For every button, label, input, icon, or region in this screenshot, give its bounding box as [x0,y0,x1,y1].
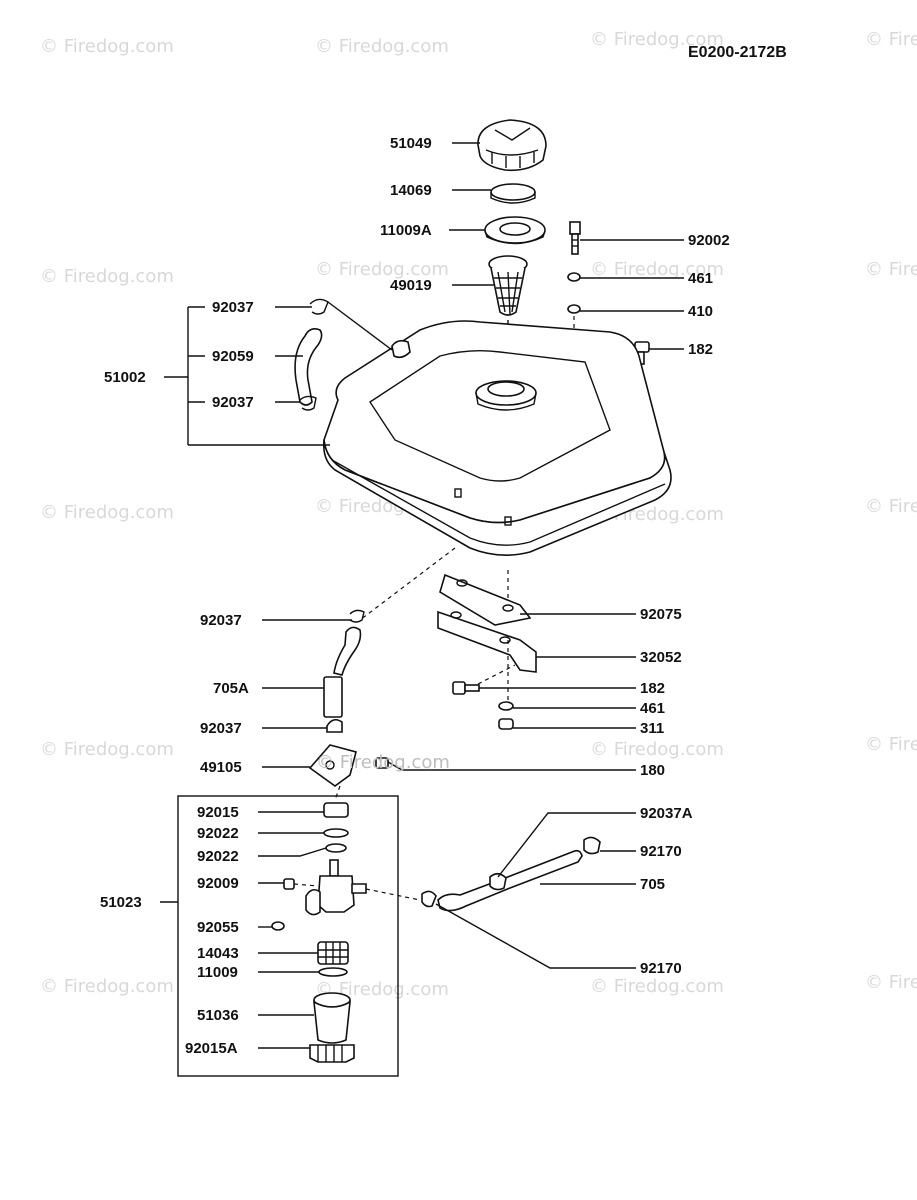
part-label-51023: 51023 [100,894,142,911]
part-label-14069: 14069 [390,182,432,199]
washer-461-drawing [567,272,581,282]
watermark: © Firedog.com [40,976,174,997]
watermark: © Firedog.com [865,259,917,280]
part-label-51049: 51049 [390,135,432,152]
washer-410-drawing [567,304,581,314]
part-label-705: 705 [640,876,665,893]
part-label-92055: 92055 [197,919,239,936]
watermark: © Firedog.com [590,259,724,280]
part-label-182: 182 [688,341,713,358]
part-label-14043: 14043 [197,945,239,962]
watermark: © Firedog.com [40,36,174,57]
part-label-11009: 11009 [197,964,238,981]
mount-bracket-drawing [437,573,537,673]
watermark: © Firedog.com [865,29,917,50]
part-label-182: 182 [640,680,665,697]
part-label-92015A: 92015A [185,1040,238,1057]
watermark-layer: © Firedog.com © Firedog.com © Firedog.co… [40,29,917,1000]
part-label-705A: 705A [213,680,249,697]
part-label-51036: 51036 [197,1007,239,1024]
fuel-cock-assembly-box [177,795,399,1077]
strainer-drawing [488,255,528,316]
bracket-plate-49105-drawing [308,744,403,787]
part-label-51002: 51002 [104,369,146,386]
fuel-tank-drawing [322,320,672,556]
watermark: © Firedog.com [865,496,917,517]
watermark: © Firedog.com [40,502,174,523]
bolt-nut-set-drawing [452,681,514,730]
watermark: © Firedog.com [40,266,174,287]
part-label-92037: 92037 [200,612,242,629]
part-label-92009: 92009 [197,875,239,892]
watermark: © Firedog.com [316,752,450,773]
watermark: © Firedog.com [590,976,724,997]
part-label-410: 410 [688,303,713,320]
part-label-92037: 92037 [200,720,242,737]
watermark: © Firedog.com [315,979,449,1000]
leader-lines [160,142,684,1049]
part-label-180: 180 [640,762,665,779]
part-label-92059: 92059 [212,348,254,365]
part-label-311: 311 [640,720,664,737]
part-label-92170: 92170 [640,960,682,977]
part-label-92002: 92002 [688,232,730,249]
vent-hose-drawing [294,298,329,411]
diagram-code: E0200-2172B [688,44,787,61]
filter-disc-drawing [490,183,536,204]
part-label-92037A: 92037A [640,805,693,822]
watermark: © Firedog.com [40,739,174,760]
part-label-92075: 92075 [640,606,682,623]
watermark: © Firedog.com [315,36,449,57]
part-label-461: 461 [688,270,713,287]
part-labels: 51049 14069 11009A 49019 92002 461 410 1… [100,135,730,1057]
watermark: © Firedog.com [590,739,724,760]
part-label-49105: 49105 [200,759,242,776]
part-label-92022: 92022 [197,848,239,865]
stud-bolt-drawing [569,221,581,255]
part-label-49019: 49019 [390,277,432,294]
watermark: © Firedog.com [315,259,449,280]
watermark: © Firedog.com [865,972,917,993]
fuel-hose-705-drawing [421,836,601,912]
fuel-cap-drawing [477,119,547,172]
fuel-cock-parts-drawing [271,802,367,1063]
part-label-461: 461 [640,700,665,717]
part-label-92022: 92022 [197,825,239,842]
part-label-92037: 92037 [212,394,254,411]
part-label-11009A: 11009A [380,222,432,239]
part-label-92015: 92015 [197,804,239,821]
part-label-92170: 92170 [640,843,682,860]
fuel-hose-705A-drawing [323,609,365,733]
watermark: © Firedog.com [590,29,724,50]
part-label-32052: 32052 [640,649,682,666]
gasket-ring-drawing [484,216,546,245]
part-label-92037: 92037 [212,299,254,316]
watermark: © Firedog.com [865,734,917,755]
